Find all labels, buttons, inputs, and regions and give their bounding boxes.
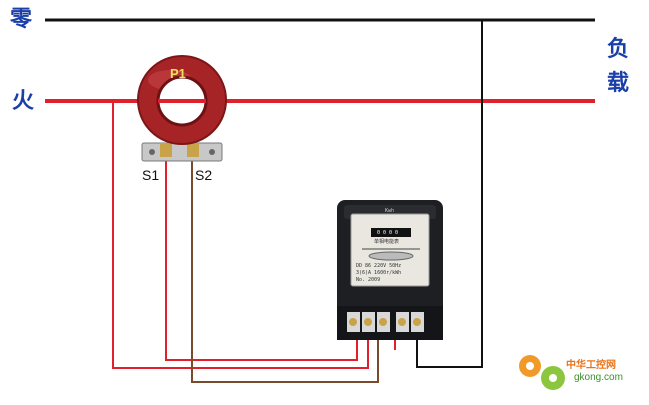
watermark-cn: 中华工控网 [566,360,616,371]
ct-s1-label: S1 [142,167,160,183]
s1-wire [165,155,358,361]
meter-title: 单相电能表 [374,239,400,245]
meter-spec-1: DD 86 220V 50Hz [356,263,402,269]
watermark-gear-icon [519,355,565,390]
load-label-bottom: 载 [607,71,630,96]
live-label: 火 [12,89,35,114]
meter-brand: Kwh [385,208,395,214]
neutral-label: 零 [10,7,33,32]
s2-wire [191,155,379,383]
watermark-en: gkong.com [574,372,623,383]
energy-meter [337,200,443,340]
ct-s2-label: S2 [195,167,213,183]
ct-primary-label: P1 [170,66,186,81]
neutral-to-meter-wire [416,20,483,368]
live-to-meter-wire [112,101,369,369]
meter-spec-2: 3(6)A 1600r/kWh [356,270,402,276]
meter-digits: 0 0 0 0 [377,230,399,236]
meter-spec-3: No. 2009 [356,277,381,283]
load-label-top: 负 [607,37,630,62]
